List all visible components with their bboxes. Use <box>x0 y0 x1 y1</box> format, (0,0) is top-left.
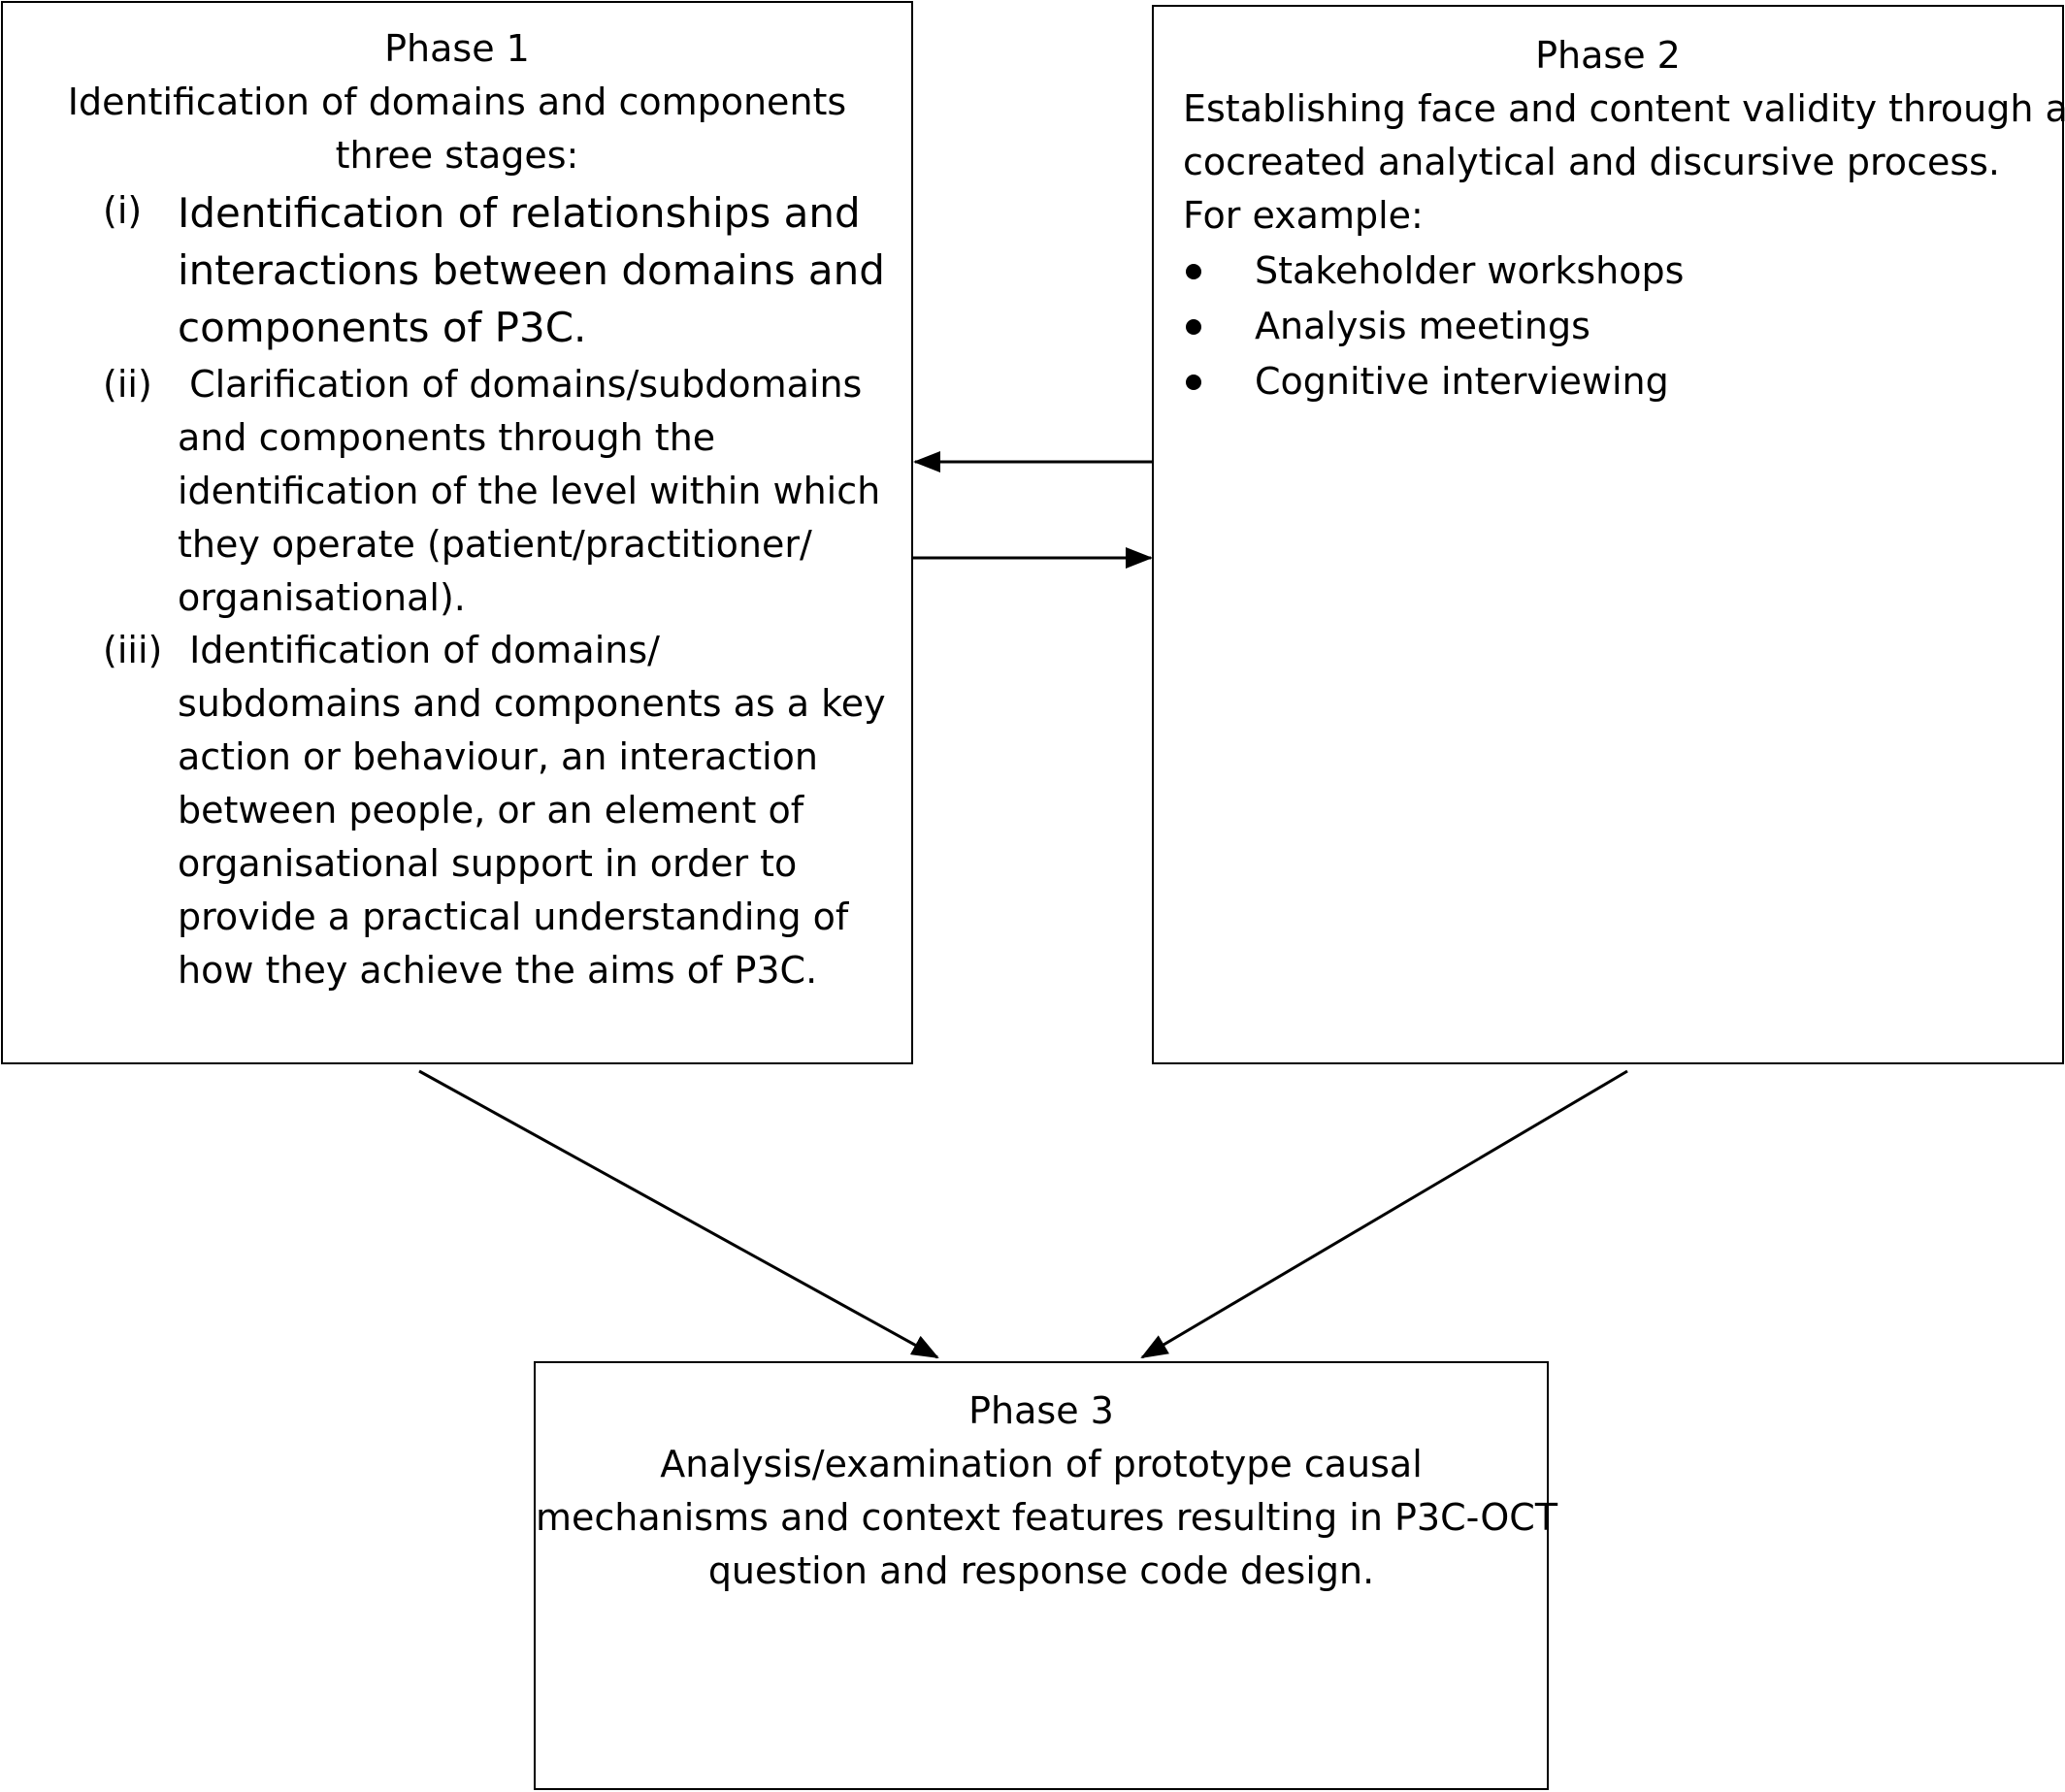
phase2-description: Establishing face and content validity t… <box>1183 82 2065 243</box>
stage-text-line: provide a practical understanding of <box>178 896 849 938</box>
phase2-description-line: Establishing face and content validity t… <box>1183 87 2065 130</box>
bullet-icon <box>1186 264 1201 279</box>
stage-text-line: organisational). <box>178 576 466 619</box>
phase3-box: Phase 3 Analysis/examination of prototyp… <box>534 1361 1558 1790</box>
phase1-subtitle-line1: Identification of domains and components <box>67 81 847 123</box>
stage-text-line: and components through the <box>178 416 716 459</box>
phase3-content: Phase 3 Analysis/examination of prototyp… <box>536 1385 1558 1598</box>
bullet-icon <box>1186 319 1201 335</box>
phase1-box: Phase 1 Identification of domains and co… <box>1 1 913 1064</box>
list-item-label: Analysis meetings <box>1255 305 1590 347</box>
stage-text-line: identification of the level within which <box>178 470 881 512</box>
bullet-icon <box>1186 375 1201 390</box>
stage-text-line: they operate (patient/practitioner/ <box>178 523 812 566</box>
stage-marker: (i) <box>103 189 143 232</box>
phase2-title: Phase 2 <box>1535 34 1681 77</box>
phase3-text-line: Analysis/examination of prototype causal <box>660 1443 1423 1485</box>
phase2-description-line: For example: <box>1183 194 1424 237</box>
stage-text-line: how they achieve the aims of P3C. <box>178 949 818 992</box>
stage-marker: (ii) <box>103 363 152 406</box>
phase3-text-line: mechanisms and context features resultin… <box>536 1496 1558 1539</box>
stage-marker: (iii) <box>103 629 163 671</box>
list-item-label: Stakeholder workshops <box>1255 249 1685 292</box>
phase3-title: Phase 3 <box>968 1389 1114 1432</box>
stage-text-line: components of P3C. <box>178 304 587 351</box>
phase1-header: Phase 1 Identification of domains and co… <box>3 22 911 182</box>
phase1-title: Phase 1 <box>384 27 530 70</box>
stage-text-line: between people, or an element of <box>178 789 804 831</box>
stage-text-line: Identification of relationships and <box>178 189 861 237</box>
phase2-box: Phase 2 Establishing face and content va… <box>1152 5 2065 1064</box>
stage-text-line: organisational support in order to <box>178 842 798 885</box>
stage-text-line: Identification of domains/ <box>178 629 660 671</box>
phase1-subtitle-line2: three stages: <box>335 134 579 177</box>
list-item-label: Cognitive interviewing <box>1255 360 1669 403</box>
arrow-phase1-to-phase3 <box>418 1069 939 1359</box>
arrow-phase2-to-phase3 <box>1140 1069 1628 1359</box>
stage-text-line: Clarification of domains/subdomains <box>178 363 863 406</box>
stage-text-line: interactions between domains and <box>178 246 885 294</box>
stage-text-line: subdomains and components as a key <box>178 682 886 725</box>
stage-text-line: action or behaviour, an interaction <box>178 735 818 778</box>
phase3-text-line: question and response code design. <box>707 1549 1375 1592</box>
phase2-description-line: cocreated analytical and discursive proc… <box>1183 141 2000 183</box>
